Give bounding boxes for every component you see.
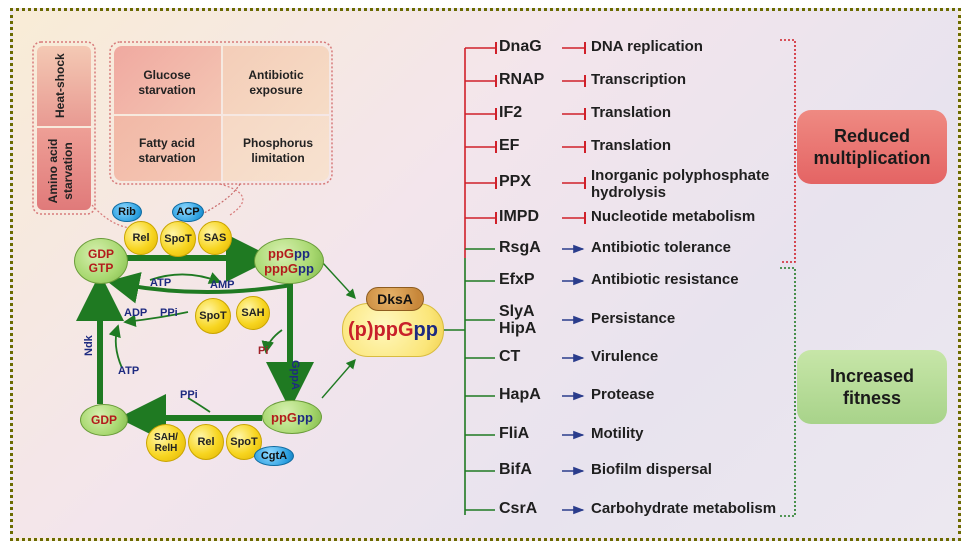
target-name: FliA [499,425,530,442]
acp-chip: ACP [172,202,204,222]
antibiotic-label: Antibiotic exposure [248,68,304,97]
target-name: EF [499,137,520,154]
outcome-label: Translation [591,104,672,121]
outcome-label: Persistance [591,310,676,327]
target-name: RsgA [499,239,541,256]
center-ppgpp-red: (p)ppG [348,318,414,341]
ppgpp-bottom-blue: pp [297,409,313,425]
ppgpp-top-blue: pp [294,246,310,261]
spot-bottom-enzyme: SpoT [226,424,262,460]
outcome-label: Inorganic polyphosphate hydrolysis [591,167,770,201]
ppgpp-bottom-node: ppGpp [262,400,322,434]
outcome-label: Translation [591,137,672,154]
ppgpp-top-red: ppG [268,246,295,261]
glucose-box [114,46,221,114]
pppgpp-blue: pp [298,261,314,276]
amino-acid-label: Amino acid starvation [46,136,76,206]
sah-relh-enzyme: SAH/ RelH [146,424,186,462]
aa-heat-outline [32,41,96,215]
outcome-label: Motility [591,425,644,442]
increased-fitness-box: Increased fitness [797,350,947,424]
gdp-bottom-node: GDP [80,404,128,436]
increased-bracket [780,267,796,517]
cgta-chip: CgtA [254,446,294,466]
target-name: EfxP [499,271,535,288]
pi-label: Pi [258,345,269,357]
dksa-badge: DksA [366,287,424,311]
phosphorus-box [223,116,329,181]
gppa-label: GppA [289,360,301,390]
target-name: CT [499,348,521,365]
glucose-label: Glucose starvation [138,68,196,97]
ppgpp-top: ppGpp [268,246,310,261]
rib-chip: Rib [112,202,142,222]
target-name: IF2 [499,104,523,121]
amp-label: AMP [210,279,235,291]
adp-label: ADP [124,307,148,319]
atp-label: ATP [150,277,172,289]
phosphorus-label: Phosphorus limitation [242,136,313,165]
pppgpp-label: pppGpp [264,261,314,276]
target-name: RNAP [499,71,545,88]
reduced-multiplication-box: Reduced multiplication [797,110,947,184]
ppi-label: PPi [160,307,178,319]
outcome-label: Virulence [591,348,659,365]
sah-enzyme: SAH [236,296,270,330]
rel-enzyme: Rel [124,221,158,255]
outcome-label: Transcription [591,71,687,88]
outcome-label: Antibiotic resistance [591,271,739,288]
target-name: PPX [499,173,532,190]
amino-acid-text: Amino acid starvation [46,138,75,204]
spot-enzyme: SpoT [160,221,196,257]
reduced-bracket [780,39,796,263]
gdp-bottom-label: GDP [90,413,117,427]
target-branches [465,42,586,515]
reduced-multiplication-label: Reduced multiplication [813,126,931,168]
target-name: HapA [499,386,541,403]
outcome-label: DNA replication [591,38,703,55]
increased-fitness-label: Increased fitness [829,366,915,408]
target-name: CsrA [499,500,538,517]
spot-mid-enzyme: SpoT [195,298,231,334]
ppgpp-bottom-label: ppGpp [271,410,313,425]
ndk-label: Ndk [83,335,95,356]
target-name: IMPD [499,208,539,225]
fatty-acid-label: Fatty acid starvation [138,136,196,165]
ppgpp-bottom-red: ppG [271,409,298,425]
atp2-label: ATP [118,365,140,377]
ppgpp-pppgpp-node: ppGpp pppGpp [254,238,324,284]
target-name: DnaG [499,38,542,55]
heat-shock-box [37,46,91,126]
amino-acid-box [37,128,91,210]
outcome-label: Protease [591,386,655,403]
antibiotic-box [223,46,329,114]
gtp-label: GTP [88,261,114,275]
outcome-label: Antibiotic tolerance [591,239,732,256]
target-name: BifA [499,461,532,478]
gdp-gtp-node: GDP GTP [74,238,128,284]
ppi2-label: PPi [180,389,198,401]
sas-enzyme: SAS [198,221,232,255]
center-ppgpp-blue: pp [413,318,438,341]
target-name: SlyA HipA [499,303,537,337]
rel-bottom-enzyme: Rel [188,424,224,460]
dksa-label: DksA [377,291,413,307]
heat-shock-label: Heat-shock [53,53,67,118]
outcome-label: Biofilm dispersal [591,461,712,478]
gdp-label: GDP [87,247,114,261]
pppgpp-red: pppG [264,261,299,276]
fatty-acid-box [114,116,221,181]
outcome-label: Nucleotide metabolism [591,208,756,225]
outcome-label: Carbohydrate metabolism [591,500,777,517]
